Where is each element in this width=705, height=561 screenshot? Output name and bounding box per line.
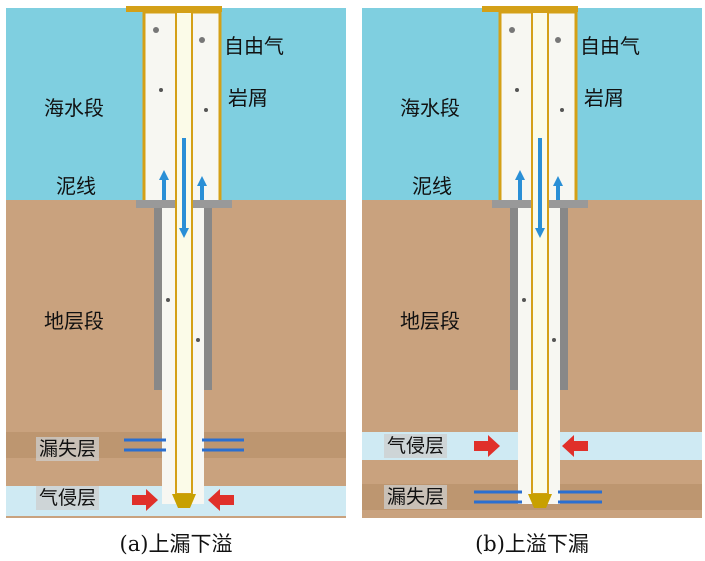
- gas-influx-label: 气侵层: [36, 486, 99, 510]
- gas-influx-label: 气侵层: [384, 434, 447, 458]
- free-gas-label: 自由气: [580, 30, 640, 59]
- seawater-label: 海水段: [44, 92, 104, 121]
- cutting-particle: [166, 298, 170, 302]
- seawater-label: 海水段: [400, 92, 460, 121]
- gas-bubble: [153, 27, 159, 33]
- gas-bubble: [199, 37, 205, 43]
- mudline-label: 泥线: [412, 170, 452, 199]
- drill-pipe: [532, 12, 548, 494]
- cutting-particle: [552, 338, 556, 342]
- cuttings-label: 岩屑: [228, 82, 268, 111]
- loss-layer-label: 漏失层: [36, 437, 99, 461]
- casing-right: [560, 200, 568, 390]
- cutting-particle: [159, 88, 163, 92]
- mudline-label: 泥线: [56, 170, 96, 199]
- drill-pipe: [176, 12, 192, 494]
- cutting-particle: [196, 338, 200, 342]
- cutting-particle: [204, 108, 208, 112]
- panel-b: 自由气 岩屑 海水段 泥线 地层段 气侵层 漏失层 (b)上溢下漏: [362, 0, 702, 561]
- formation-label: 地层段: [44, 305, 104, 334]
- loss-layer-label: 漏失层: [384, 485, 447, 509]
- cutting-particle: [522, 298, 526, 302]
- cuttings-label: 岩屑: [584, 82, 624, 111]
- wellbore-diagram-b: [362, 0, 702, 561]
- casing-left: [154, 200, 162, 390]
- cutting-particle: [515, 88, 519, 92]
- gas-bubble: [509, 27, 515, 33]
- cutting-particle: [560, 108, 564, 112]
- caption-a: (a)上漏下溢: [6, 528, 346, 558]
- casing-left: [510, 200, 518, 390]
- wellbore-diagram-a: [6, 0, 346, 561]
- panel-a: 自由气 岩屑 海水段 泥线 地层段 漏失层 气侵层 (a)上漏下溢: [6, 0, 346, 561]
- caption-b: (b)上溢下漏: [362, 528, 702, 558]
- free-gas-label: 自由气: [224, 30, 284, 59]
- casing-right: [204, 200, 212, 390]
- formation-label: 地层段: [400, 305, 460, 334]
- gas-bubble: [555, 37, 561, 43]
